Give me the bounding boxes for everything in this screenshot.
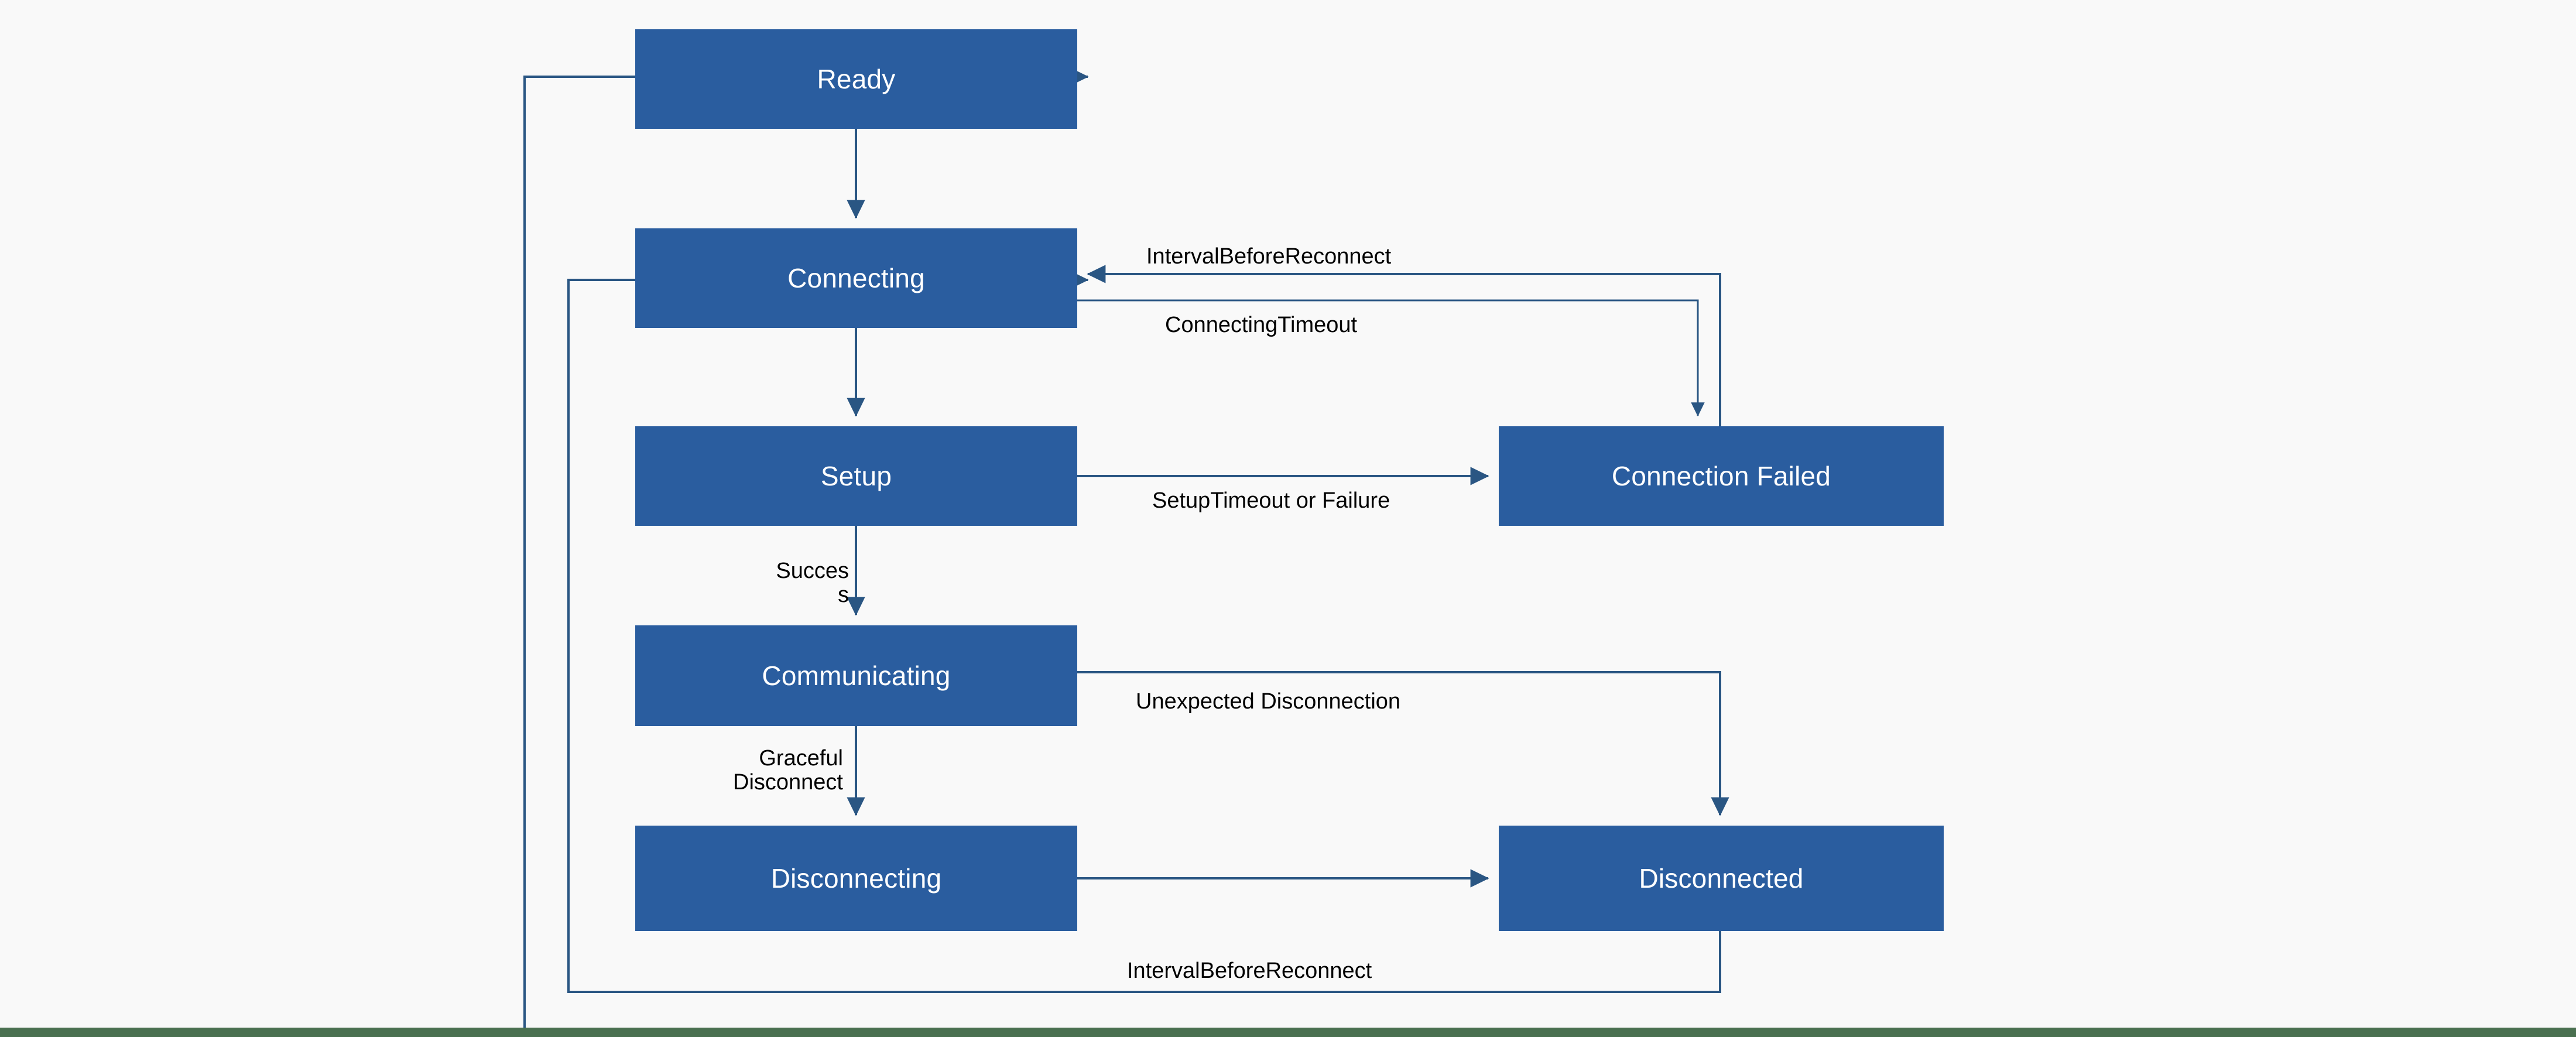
state-box-disconnecting[interactable]: Disconnecting (635, 826, 1077, 931)
state-box-setup[interactable]: Setup (635, 426, 1077, 526)
state-box-connecting[interactable]: Connecting (635, 228, 1077, 328)
state-box-connection-failed[interactable]: Connection Failed (1499, 426, 1944, 526)
state-label-communicating: Communicating (762, 660, 951, 691)
state-box-disconnected[interactable]: Disconnected (1499, 826, 1944, 931)
state-box-ready[interactable]: Ready (635, 29, 1077, 129)
state-label-connection-failed: Connection Failed (1611, 461, 1831, 491)
edge-connection-failed-to-connecting (1087, 265, 1721, 426)
bottom-accent-bar (0, 1028, 2576, 1037)
state-label-disconnected: Disconnected (1639, 863, 1804, 894)
state-label-disconnecting: Disconnecting (770, 863, 942, 894)
state-box-communicating[interactable]: Communicating (635, 625, 1077, 726)
edge-communicating-to-disconnected (1077, 671, 1729, 816)
state-label-setup: Setup (820, 461, 892, 491)
state-label-connecting: Connecting (787, 263, 925, 293)
state-label-ready: Ready (817, 64, 896, 94)
edge-connecting-to-connection-failed (1077, 299, 1705, 417)
